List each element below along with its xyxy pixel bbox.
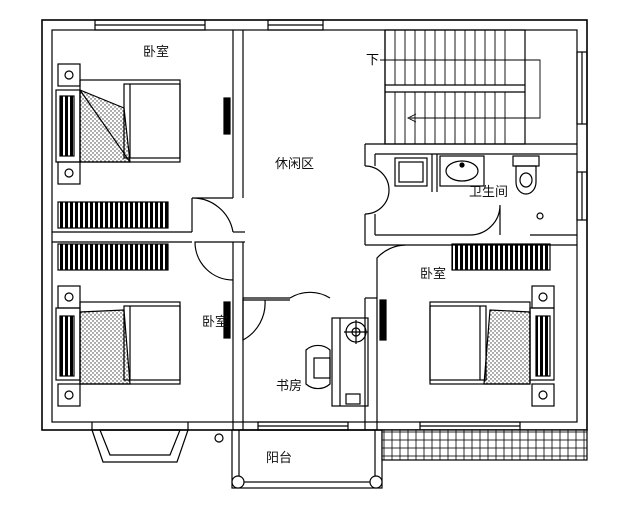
stair-direction-arrow [380,59,541,123]
office-chair [305,344,331,390]
room-label-bedroom-top-left: 卧室 [143,45,170,60]
nightstand-bottom-left-lower [57,383,81,407]
room-label-bathroom: 卫生间 [469,185,509,200]
room-label-study: 书房 [276,379,303,394]
computer [345,393,361,405]
wardrobe-bottom-left [57,243,169,271]
washbasin [439,155,485,187]
pillows-top-left [59,95,75,157]
top-windows [94,19,324,31]
stair-treads-upper [394,30,506,85]
floor-drain [536,212,544,220]
doors [191,165,501,342]
desk-lamp [344,320,368,344]
study-desk [331,317,369,407]
room-label-lounge: 休闲区 [275,157,315,172]
bay-window [91,422,189,463]
wardrobe-right [451,243,551,271]
interior-walls [52,30,577,430]
bed-bottom-left [79,301,181,385]
pillows-bottom-left [59,315,75,377]
balcony-railing [214,429,383,489]
room-label-bedroom-right: 卧室 [420,267,447,282]
tv-right [379,299,387,341]
toilet [512,155,540,195]
roof-tiles [381,429,588,461]
right-windows [576,51,588,221]
study-window [257,421,521,431]
stair-down-label: 下 [366,53,379,68]
nightstand-bottom-left-upper [57,285,81,309]
tv-bottom-left [223,301,231,339]
room-label-balcony: 阳台 [266,451,293,466]
tv-top-left [223,97,231,135]
bed-top-left [79,79,181,163]
pillows-right [535,315,551,377]
room-label-bedroom-bottom-left: 卧室 [202,315,229,330]
nightstand-right-upper [531,285,555,309]
nightstand-top-left-lower [57,161,81,185]
nightstand-top-left-upper [57,63,81,87]
bed-right [429,301,531,385]
nightstand-right-lower [531,383,555,407]
wardrobe-top-left [57,201,169,229]
shower-unit [394,157,428,187]
